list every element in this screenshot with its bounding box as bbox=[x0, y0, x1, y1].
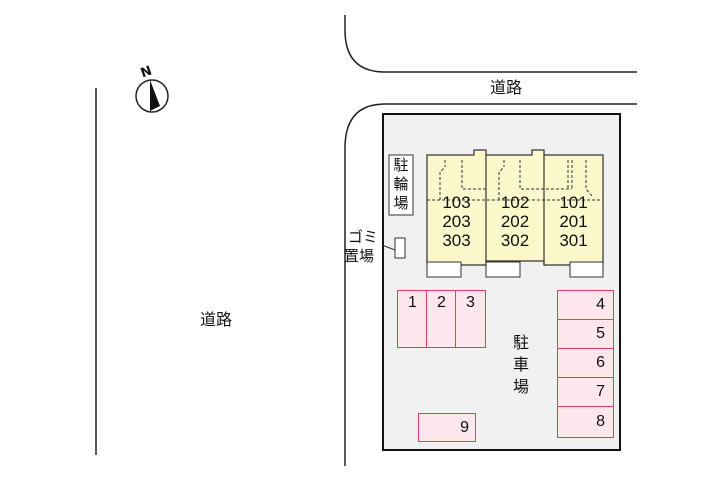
parking-spot-3: 3 bbox=[455, 290, 486, 348]
parking-spot-6: 6 bbox=[557, 348, 614, 379]
lot-road-edge bbox=[344, 103, 637, 466]
parking-label: 駐車場 bbox=[512, 333, 529, 396]
parking-spot-2: 2 bbox=[426, 290, 457, 348]
parking-spot-9: 9 bbox=[418, 413, 476, 442]
garbage-label-2: 置場 bbox=[344, 247, 375, 265]
bicycle-parking-label: 駐輪場 bbox=[393, 156, 409, 212]
parking-spot-1: 1 bbox=[397, 290, 428, 348]
parking-spot-7: 7 bbox=[557, 377, 614, 408]
parking-spot-4: 4 bbox=[557, 290, 614, 321]
parking-spot-8: 8 bbox=[557, 406, 614, 438]
garbage-box bbox=[394, 237, 406, 259]
garbage-label-1: ゴミ bbox=[348, 228, 379, 246]
north-road-label: 道路 bbox=[490, 78, 523, 97]
compass-icon bbox=[135, 79, 169, 113]
west-road-label: 道路 bbox=[200, 310, 233, 329]
parking-spot-5: 5 bbox=[557, 319, 614, 350]
building bbox=[426, 149, 604, 278]
garbage-leader bbox=[381, 244, 396, 251]
bicycle-parking-box bbox=[388, 154, 414, 216]
north-road-edge bbox=[344, 15, 637, 73]
